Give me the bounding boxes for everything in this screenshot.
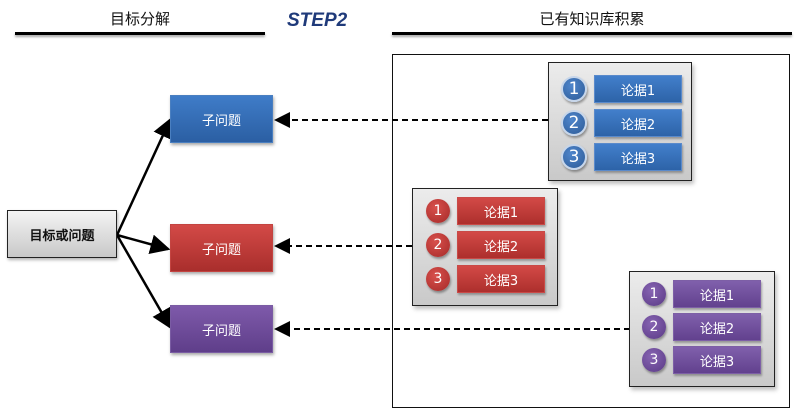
subproblem-3[interactable]: 子问题 bbox=[170, 305, 273, 353]
evidence-item[interactable]: 论据1 bbox=[594, 75, 682, 103]
evidence-row[interactable]: 1 论据1 bbox=[642, 280, 761, 308]
number-badge: 3 bbox=[561, 144, 587, 170]
evidence-row[interactable]: 3 论据3 bbox=[642, 346, 761, 374]
evidence-row[interactable]: 2 论据2 bbox=[426, 231, 545, 259]
evidence-row[interactable]: 2 论据2 bbox=[561, 109, 682, 137]
evidence-item[interactable]: 论据2 bbox=[457, 231, 545, 259]
step-label: STEP2 bbox=[287, 10, 348, 31]
arrow-to-subproblem-3 bbox=[115, 234, 172, 330]
number-badge: 2 bbox=[561, 110, 587, 136]
evidence-item[interactable]: 论据3 bbox=[594, 143, 682, 171]
evidence-item[interactable]: 论据3 bbox=[673, 346, 761, 374]
evidence-row[interactable]: 2 论据2 bbox=[642, 313, 761, 341]
arrow-to-subproblem-1 bbox=[115, 117, 172, 236]
subproblem-1[interactable]: 子问题 bbox=[170, 95, 273, 143]
number-badge: 2 bbox=[642, 315, 666, 339]
evidence-item[interactable]: 论据1 bbox=[457, 197, 545, 225]
evidence-item[interactable]: 论据3 bbox=[457, 265, 545, 293]
knowledge-group-red: 1 论据1 2 论据2 3 论据3 bbox=[412, 188, 558, 306]
left-header-rule bbox=[15, 32, 265, 35]
subproblem-2[interactable]: 子问题 bbox=[170, 224, 273, 272]
evidence-row[interactable]: 1 论据1 bbox=[426, 197, 545, 225]
evidence-row[interactable]: 3 论据3 bbox=[426, 265, 545, 293]
number-badge: 1 bbox=[561, 76, 587, 102]
root-goal-label: 目标或问题 bbox=[29, 228, 95, 244]
evidence-item[interactable]: 论据2 bbox=[594, 109, 682, 137]
root-goal-box[interactable]: 目标或问题 bbox=[7, 210, 117, 258]
evidence-item[interactable]: 论据1 bbox=[673, 280, 761, 308]
number-badge: 2 bbox=[426, 233, 450, 257]
evidence-item[interactable]: 论据2 bbox=[673, 313, 761, 341]
goal-decomposition-title: 目标分解 bbox=[109, 10, 170, 28]
number-badge: 3 bbox=[642, 348, 666, 372]
right-header-rule bbox=[392, 32, 792, 35]
evidence-row[interactable]: 3 论据3 bbox=[561, 143, 682, 171]
number-badge: 1 bbox=[642, 282, 666, 306]
subproblem-label: 子问题 bbox=[201, 113, 241, 129]
knowledge-base-title: 已有知识库积累 bbox=[539, 10, 645, 28]
knowledge-group-purple: 1 论据1 2 论据2 3 论据3 bbox=[629, 271, 775, 387]
number-badge: 3 bbox=[426, 267, 450, 291]
arrow-to-subproblem-2 bbox=[116, 233, 171, 255]
subproblem-label: 子问题 bbox=[201, 323, 241, 339]
evidence-row[interactable]: 1 论据1 bbox=[561, 75, 682, 103]
number-badge: 1 bbox=[426, 199, 450, 223]
knowledge-group-blue: 1 论据1 2 论据2 3 论据3 bbox=[548, 62, 692, 181]
subproblem-label: 子问题 bbox=[201, 242, 241, 258]
